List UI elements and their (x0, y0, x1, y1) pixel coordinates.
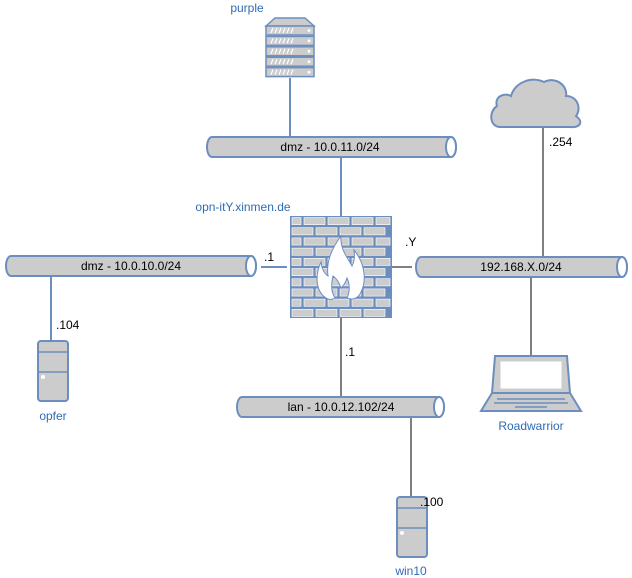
address-fw-dmz10: .1 (264, 250, 274, 264)
node-label: win10 (394, 564, 427, 578)
address-win10: .100 (420, 495, 444, 509)
firewall-icon (290, 216, 392, 318)
network-lan[interactable]: lan - 10.0.12.102/24 (236, 396, 445, 418)
network-dmz10[interactable]: dmz - 10.0.10.0/24 (5, 255, 257, 277)
pipe-end (245, 255, 257, 277)
address-labels: .1 .Y .1 .104 .254 .100 (56, 135, 573, 509)
network-label: dmz - 10.0.11.0/24 (280, 140, 379, 154)
node-label: opn-itY.xinmen.de (195, 200, 291, 214)
laptop-icon (479, 355, 583, 412)
rack-unit (265, 46, 315, 57)
node-win10[interactable]: win10 (394, 496, 428, 578)
rack-unit (265, 35, 315, 47)
pipe-end (616, 256, 628, 278)
rack-unit (265, 66, 315, 78)
node-roadwarrior[interactable]: Roadwarrior (479, 355, 583, 433)
network-dmz11[interactable]: dmz - 10.0.11.0/24 (206, 136, 457, 158)
connections (50, 78, 544, 497)
network-label: lan - 10.0.12.102/24 (288, 400, 395, 414)
node-server[interactable]: purple (230, 1, 316, 78)
pipe-end (433, 396, 445, 418)
rack-unit (265, 56, 315, 67)
node-opfer[interactable]: opfer (37, 340, 69, 423)
node-label: opfer (39, 409, 66, 423)
address-fw-wan: .Y (405, 235, 416, 249)
cloud-icon (490, 78, 582, 129)
rack-unit (265, 25, 315, 36)
node-cloud[interactable] (490, 78, 582, 129)
flame-icon (316, 234, 365, 300)
node-label: purple (230, 1, 264, 15)
address-opfer: .104 (56, 318, 80, 332)
address-cloud: .254 (549, 135, 573, 149)
address-fw-lan: .1 (345, 345, 355, 359)
network-wan[interactable]: 192.168.X.0/24 (415, 256, 628, 278)
node-label: Roadwarrior (498, 419, 563, 433)
desktop-tower-icon (396, 496, 428, 558)
network-label: dmz - 10.0.10.0/24 (81, 259, 181, 273)
pipe-end (445, 136, 457, 158)
node-firewall[interactable]: opn-itY.xinmen.de (195, 200, 392, 318)
desktop-tower-icon (37, 340, 69, 402)
server-rack-icon (264, 17, 316, 78)
network-label: 192.168.X.0/24 (480, 260, 562, 274)
